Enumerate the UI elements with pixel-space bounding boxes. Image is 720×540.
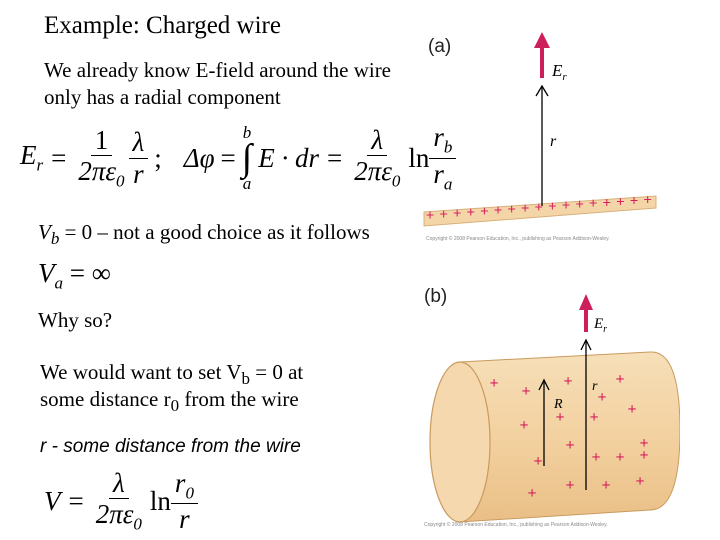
plus-charge: + [527,485,536,502]
plus-charge: + [555,409,564,426]
plus-charge: + [563,373,572,390]
plus-charge: + [615,449,624,466]
plus-charge: + [494,203,503,219]
plus-charge: + [426,208,435,224]
potential-equation: V = λ 2πε0 ln r0 r [44,468,198,534]
delta-phi: Δφ [183,142,215,173]
plus-charge: + [597,389,606,406]
plus-charge: + [616,194,625,210]
plus-charge: + [601,477,610,494]
plus-charge: + [603,195,612,211]
plus-charge: + [533,453,542,470]
va-infinity: Va = ∞ [38,258,111,293]
distance-arrowhead [535,84,549,97]
distance-label-a: r [550,133,557,150]
fraction-lambda-over-r: λ r [128,128,149,188]
set-vb-line-2: some distance r0 from the wire [40,387,299,416]
plus-charge: + [565,437,574,454]
r-definition: r - some distance from the wire [40,436,301,457]
fraction-rb-over-ra: rb ra [429,123,457,192]
plus-charge: + [439,207,448,223]
figure-b-credit: Copyright © 2008 Pearson Education, Inc.… [424,522,608,528]
vb-statement: Vb = 0 – not a good choice as it follows [38,220,370,249]
plus-charge: + [521,201,530,217]
plus-charge: + [643,192,652,208]
why-so: Why so? [38,308,113,332]
integrand: E · dr [258,142,319,173]
figure-a-credit: Copyright © 2008 Pearson Education, Inc.… [426,236,610,242]
radius-arrowhead [538,378,550,391]
set-vb-line-1: We would want to set Vb = 0 at [40,360,304,389]
equals-sign-2: = [220,142,236,173]
plus-charge: + [562,198,571,214]
intro-line-1: We already know E-field around the wire [44,58,392,82]
plus-charge: + [630,193,639,209]
integral-sign: b ∫ a [241,123,253,193]
plus-charge: + [521,383,530,400]
intro-line-2: only has a radial component [44,85,281,109]
plus-charge: + [639,447,648,464]
plus-charge: + [548,199,557,215]
plus-charge: + [635,473,644,490]
fraction-one-over-2pieps: 1 2πε0 [78,124,125,191]
plus-charge: + [627,401,636,418]
plus-charge: + [535,200,544,216]
plus-charge: + [453,206,462,222]
field-arrowhead [534,32,550,48]
thin-wire [423,195,657,227]
radius-label: R [553,397,563,412]
er-symbol: Er [20,140,44,175]
distance-label-b: r [592,379,598,394]
plus-charge: + [467,205,476,221]
plus-charge: + [639,435,648,452]
plus-charge: + [519,417,528,434]
fraction-lambda-over-2pieps: λ 2πε0 [354,124,401,191]
equals-sign-3: = [326,142,343,173]
figure-b-label: (b) [424,286,448,307]
semicolon: ; [154,142,162,173]
plus-charge: + [489,375,498,392]
plus-charge: + [589,409,598,426]
plus-charge: + [507,202,516,218]
plus-charge: + [565,477,574,494]
figure-a-wire-diagram: +++++++++++++++++ Er r [423,32,657,227]
plus-charge: + [615,371,624,388]
ln: ln [408,142,430,173]
distance-arrowhead-b [580,338,592,351]
plus-charge: + [591,449,600,466]
cylinder-end-cap [429,361,491,523]
plus-charge: + [589,196,598,212]
plus-charge: + [480,204,489,220]
equals-sign: = [51,142,67,173]
field-label-a: Er [551,61,567,83]
plus-charge: + [575,197,584,213]
field-arrowhead-b [579,294,593,310]
figure-a-label: (a) [428,36,452,57]
slide-title: Example: Charged wire [44,12,281,39]
wire-charges: +++++++++++++++++ [426,192,652,224]
cylinder-charges: +++++++++++++++++++ [489,371,648,502]
figure-b-cylinder-diagram: +++++++++++++++++++ R r Er [429,294,680,523]
field-equation: Er = 1 2πε0 λ r ; Δφ = b ∫ a E · dr = λ … [20,122,457,194]
field-label-b: Er [593,316,607,335]
